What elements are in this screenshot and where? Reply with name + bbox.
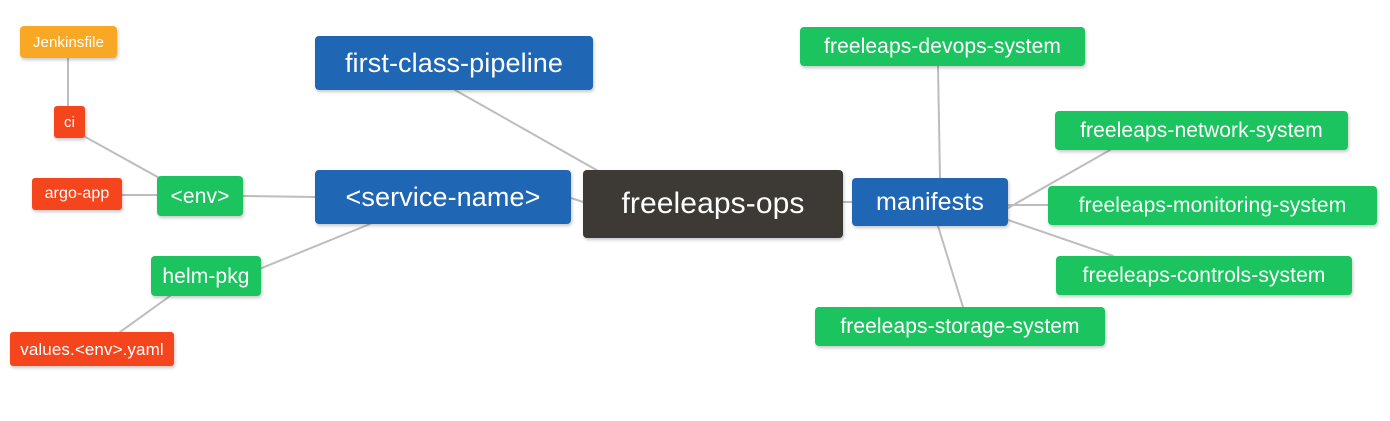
edge-helm-pkg-to-values-env-yaml [119,295,171,333]
node-helm-pkg[interactable]: helm-pkg [151,256,261,296]
node-label-freeleaps-monitoring-system: freeleaps-monitoring-system [1078,194,1347,217]
node-label-argo-app: argo-app [44,185,110,202]
node-jenkinsfile[interactable]: Jenkinsfile [20,26,117,58]
node-values-env-yaml[interactable]: values.<env>.yaml [10,332,174,366]
node-manifests[interactable]: manifests [852,178,1008,226]
node-env[interactable]: <env> [157,176,243,216]
edge-manifests-to-freeleaps-controls-system [1007,219,1114,257]
edge-service-name-to-env [242,195,316,198]
node-freeleaps-devops-system[interactable]: freeleaps-devops-system [800,27,1085,66]
node-label-freeleaps-storage-system: freeleaps-storage-system [840,315,1080,338]
node-label-env: <env> [170,184,230,208]
node-freeleaps-controls-system[interactable]: freeleaps-controls-system [1056,256,1352,295]
node-label-ci: ci [63,113,76,131]
edge-service-name-to-helm-pkg [251,223,371,273]
node-label-jenkinsfile: Jenkinsfile [32,33,105,51]
node-freeleaps-ops[interactable]: freeleaps-ops [583,170,843,238]
node-label-freeleaps-ops: freeleaps-ops [621,187,805,220]
node-label-helm-pkg: helm-pkg [162,264,250,288]
node-freeleaps-network-system[interactable]: freeleaps-network-system [1055,111,1348,150]
node-freeleaps-monitoring-system[interactable]: freeleaps-monitoring-system [1048,186,1377,225]
edge-manifests-to-freeleaps-devops-system [937,65,941,179]
node-freeleaps-storage-system[interactable]: freeleaps-storage-system [815,307,1105,346]
node-label-manifests: manifests [876,187,984,216]
node-label-freeleaps-controls-system: freeleaps-controls-system [1082,264,1326,287]
node-argo-app[interactable]: argo-app [32,178,122,210]
node-ci[interactable]: ci [54,106,85,138]
node-label-freeleaps-network-system: freeleaps-network-system [1080,119,1323,142]
node-label-first-class-pipeline: first-class-pipeline [344,47,564,78]
node-first-class-pipeline[interactable]: first-class-pipeline [315,36,593,90]
edge-env-to-ci [79,133,164,181]
edge-manifests-to-freeleaps-storage-system [937,225,964,308]
node-label-freeleaps-devops-system: freeleaps-devops-system [824,35,1061,58]
node-label-values-env-yaml: values.<env>.yaml [20,339,164,359]
node-label-service-name: <service-name> [345,181,541,212]
edge-freeleaps-ops-to-service-name [570,197,584,203]
node-service-name[interactable]: <service-name> [315,170,571,224]
edge-freeleaps-ops-to-first-class-pipeline [454,89,601,173]
